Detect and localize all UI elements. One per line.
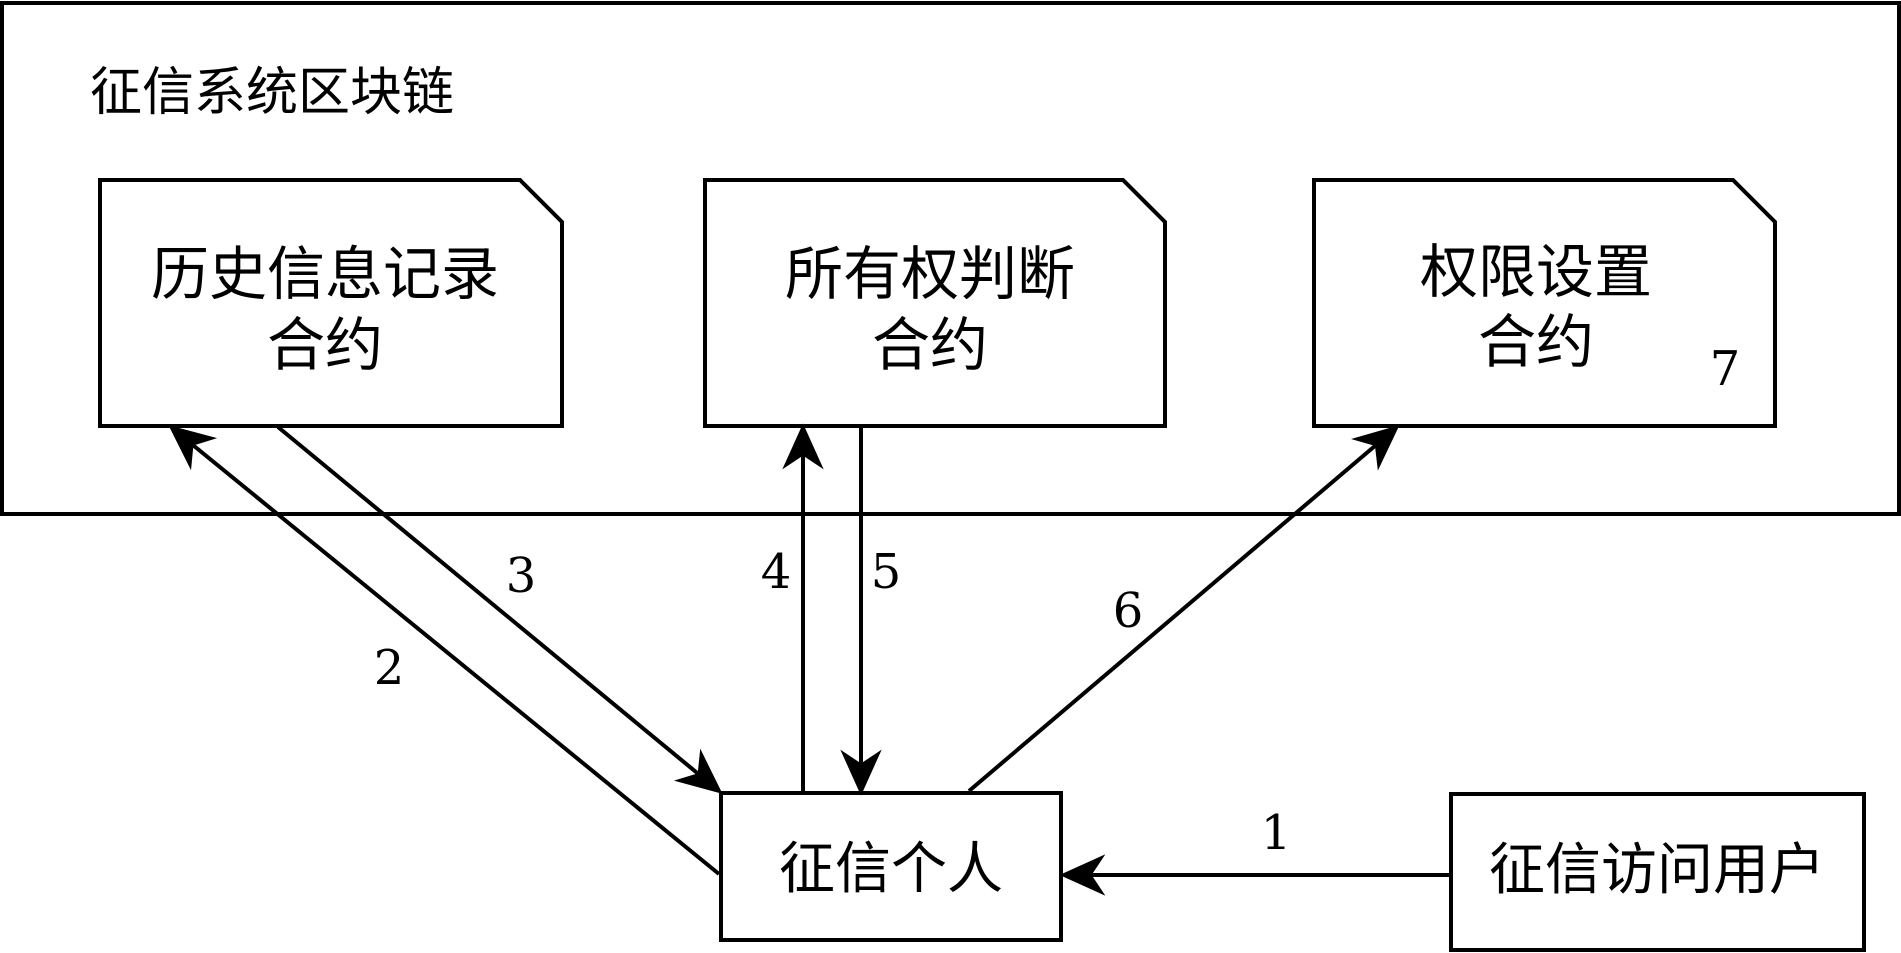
step-label-3: 3 xyxy=(506,548,537,604)
step-label-4: 4 xyxy=(761,544,792,600)
permission-contract-node: 权限设置 合约 7 xyxy=(1312,178,1777,428)
individual-box xyxy=(719,791,1063,942)
blockchain-title: 征信系统区块链 xyxy=(90,63,454,123)
step-label-6: 6 xyxy=(1113,583,1144,639)
permission-contract-label-line2: 合约 xyxy=(1478,308,1594,376)
history-contract-box xyxy=(98,178,564,428)
history-contract-label-line2: 合约 xyxy=(267,311,383,379)
visitor-label: 征信访问用户 xyxy=(1489,838,1825,903)
history-contract-label-line1: 历史信息记录 xyxy=(151,240,499,308)
individual-label: 征信个人 xyxy=(779,837,1003,902)
flow-arrows xyxy=(168,423,1451,896)
individual-node: 征信个人 xyxy=(719,791,1063,942)
arrow-step-3 xyxy=(276,425,723,794)
ownership-contract-label-line1: 所有权判断 xyxy=(785,240,1075,308)
step-label-2: 2 xyxy=(374,640,405,696)
ownership-contract-node: 所有权判断 合约 xyxy=(703,178,1167,428)
ownership-contract-box xyxy=(703,178,1167,428)
step-label-1: 1 xyxy=(1261,805,1292,861)
visitor-box xyxy=(1449,792,1866,952)
history-contract-node: 历史信息记录 合约 xyxy=(98,178,564,428)
permission-contract-box xyxy=(1312,178,1777,428)
step-label-5: 5 xyxy=(871,544,902,600)
ownership-contract-label-line2: 合约 xyxy=(872,311,988,379)
visitor-node: 征信访问用户 xyxy=(1449,792,1866,952)
arrow-step-6 xyxy=(967,425,1400,793)
step-labels: 1 2 3 4 5 6 xyxy=(374,544,1292,861)
permission-contract-marker: 7 xyxy=(1710,341,1741,397)
arrow-step-2 xyxy=(168,425,721,876)
permission-contract-label-line1: 权限设置 xyxy=(1420,238,1652,306)
